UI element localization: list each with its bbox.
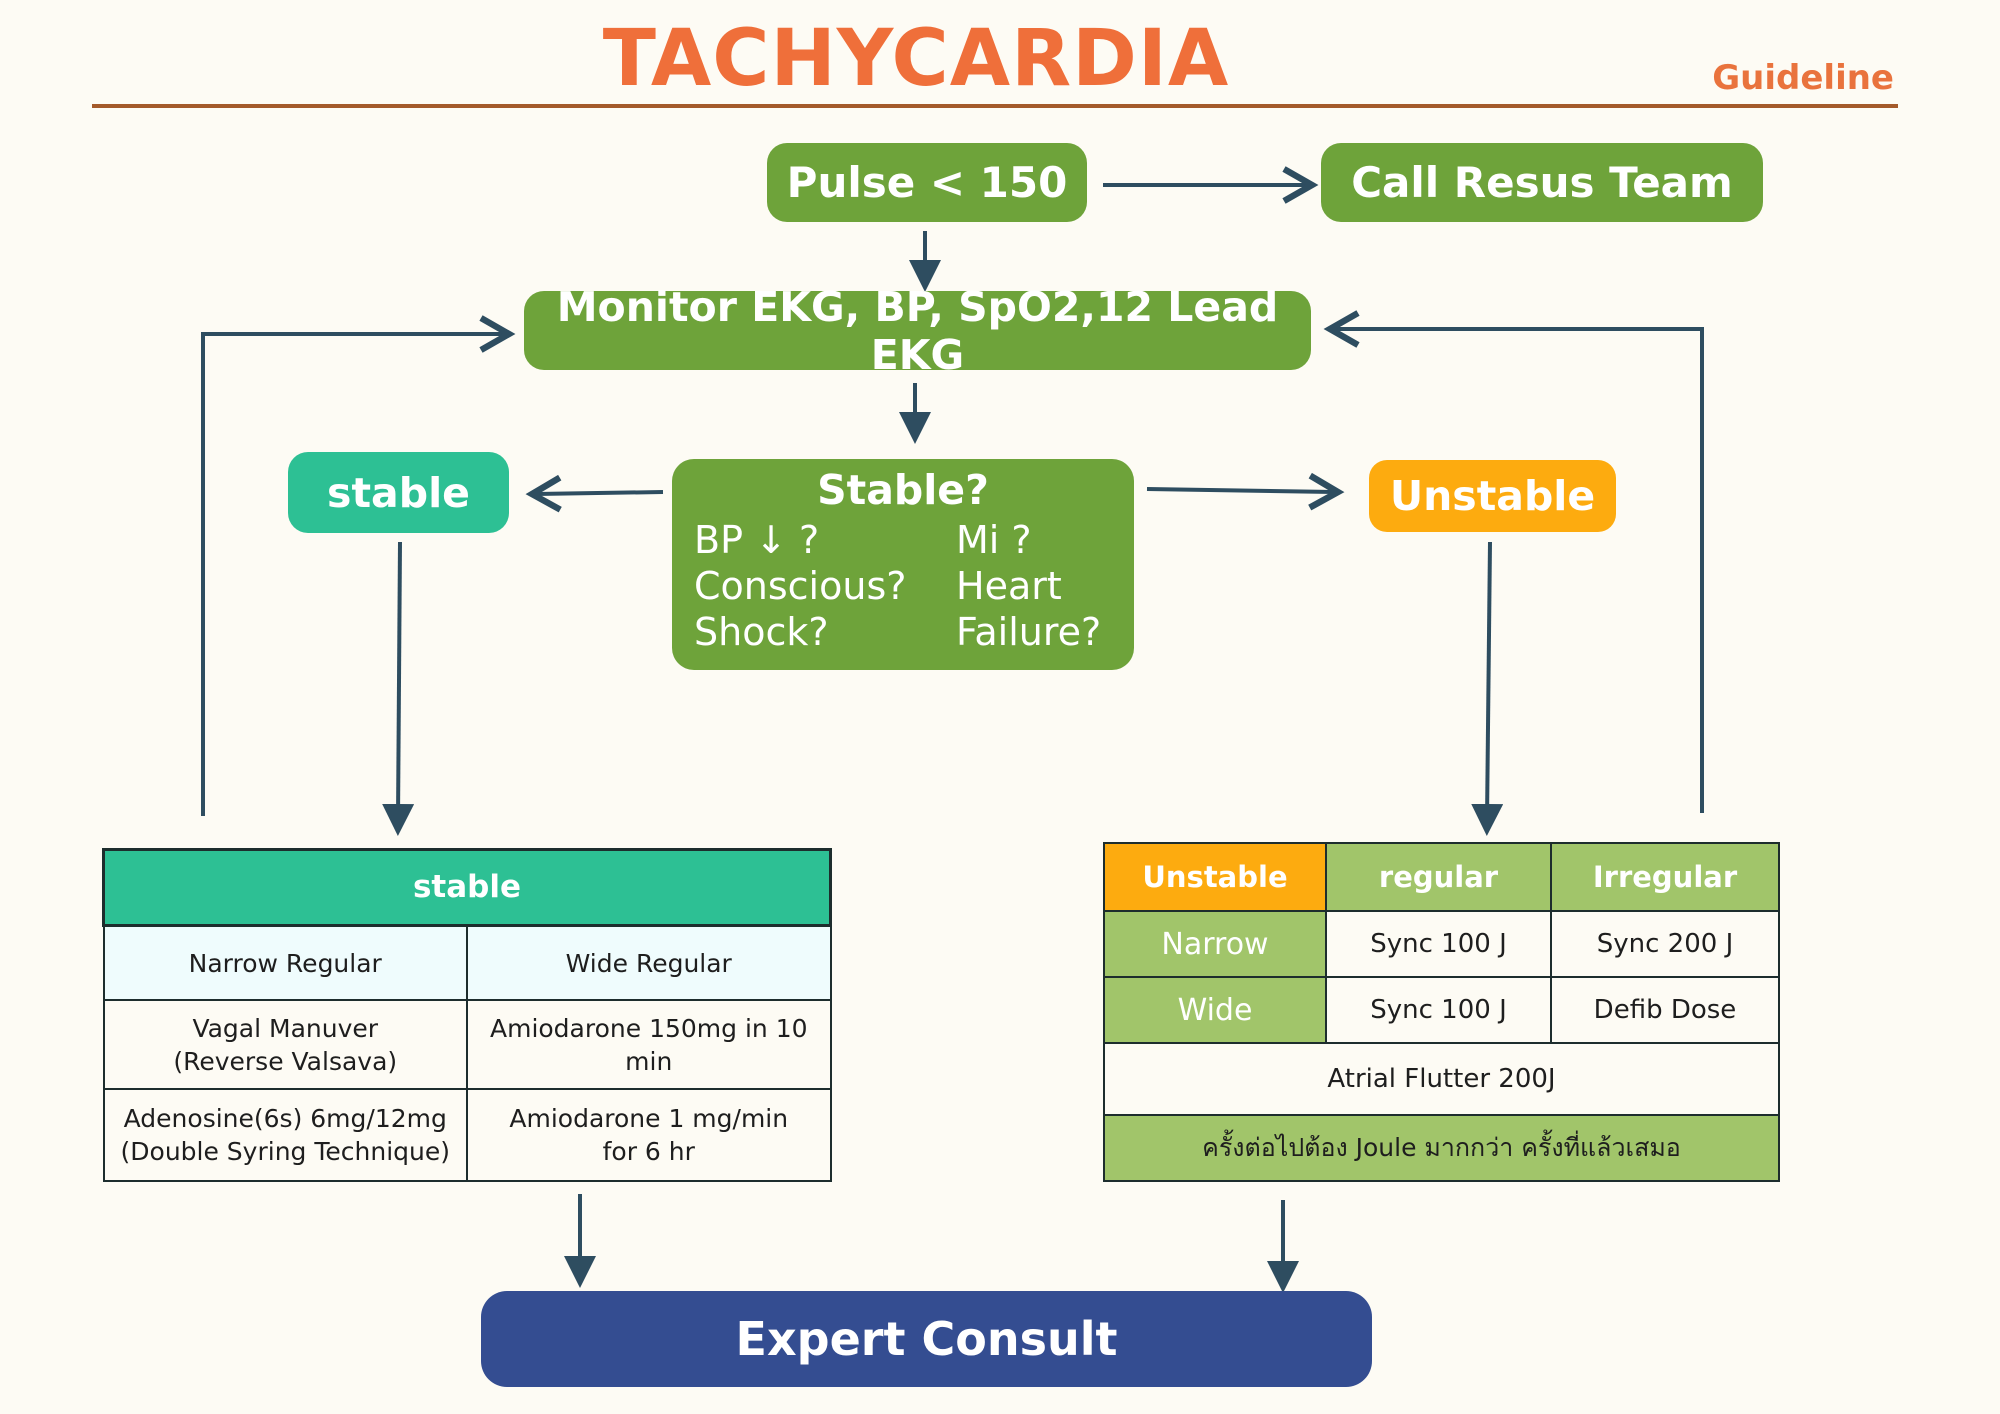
- loop-right-to-monitor: [1323, 310, 1704, 813]
- stable-table: stable Narrow Regular Wide Regular Vagal…: [102, 848, 832, 1182]
- stable-table-title: stable: [102, 848, 832, 927]
- expert-consult-box: Expert Consult: [481, 1291, 1372, 1387]
- cell-line: for 6 hr: [602, 1137, 695, 1166]
- header-regular: regular: [1325, 842, 1552, 912]
- cell-line: Vagal Manuver: [192, 1013, 379, 1043]
- criterion-failure: Failure?: [956, 610, 1102, 654]
- guideline-label: Guideline: [1712, 58, 1894, 98]
- table-cell: Sync 100 J: [1325, 910, 1552, 978]
- joule-note-cell: ครั้งต่อไปต้อง Joule มากกว่า ครั้งที่แล้…: [1103, 1114, 1780, 1182]
- header-unstable: Unstable: [1103, 842, 1327, 912]
- table-row: Wide Sync 100 J Defib Dose: [1103, 976, 1780, 1044]
- header-wide-regular: Wide Regular: [466, 924, 832, 1001]
- table-row: Adenosine(6s) 6mg/12mg (Double Syring Te…: [102, 1088, 832, 1182]
- page-title: TACHYCARDIA: [602, 14, 1230, 104]
- table-cell: Vagal Manuver (Reverse Valsava): [102, 999, 468, 1090]
- atrial-flutter-cell: Atrial Flutter 200J: [1103, 1042, 1780, 1116]
- criterion-heart: Heart: [956, 564, 1062, 608]
- table-cell: Adenosine(6s) 6mg/12mg (Double Syring Te…: [102, 1088, 468, 1182]
- table-row: ครั้งต่อไปต้อง Joule มากกว่า ครั้งที่แล้…: [1103, 1114, 1780, 1182]
- arrow-to-stable: [525, 474, 664, 513]
- table-row: Narrow Sync 100 J Sync 200 J: [1103, 910, 1780, 978]
- table-header-row: stable: [102, 848, 832, 927]
- table-row: Narrow Regular Wide Regular: [102, 924, 832, 1001]
- header-irregular: Irregular: [1550, 842, 1780, 912]
- stable-question-box: Stable? BP ↓ ? Mi ? Conscious? Heart Sho…: [672, 459, 1134, 670]
- header-narrow-regular: Narrow Regular: [102, 924, 468, 1001]
- stable-question-title: Stable?: [817, 466, 989, 514]
- loop-left-to-monitor: [201, 315, 516, 816]
- table-cell: Sync 100 J: [1325, 976, 1552, 1044]
- cell-line: Amiodarone 150mg in 10 min: [489, 1013, 808, 1076]
- row-label-wide: Wide: [1103, 976, 1327, 1044]
- arrow-to-unstable: [1146, 472, 1345, 511]
- table-row: Vagal Manuver (Reverse Valsava) Amiodaro…: [102, 999, 832, 1090]
- pulse-box: Pulse < 150: [767, 143, 1087, 222]
- unstable-table: Unstable regular Irregular Narrow Sync 1…: [1103, 842, 1780, 1182]
- cell-line: (Double Syring Technique): [120, 1137, 450, 1166]
- cell-line: (Reverse Valsava): [173, 1046, 398, 1076]
- criterion-mi: Mi ?: [956, 518, 1032, 562]
- stable-pill: stable: [288, 452, 509, 533]
- monitor-box: Monitor EKG, BP, SpO2,12 Lead EKG: [524, 283, 1311, 379]
- cell-line: Amiodarone 1 mg/min: [509, 1104, 789, 1133]
- table-cell: Amiodarone 150mg in 10 min: [466, 999, 832, 1090]
- criterion-bp: BP ↓ ?: [694, 518, 820, 562]
- row-label-narrow: Narrow: [1103, 910, 1327, 978]
- unstable-pill: Unstable: [1369, 460, 1616, 532]
- table-header-row: Unstable regular Irregular: [1103, 842, 1780, 912]
- table-cell: Amiodarone 1 mg/min for 6 hr: [466, 1088, 832, 1182]
- call-resus-team-box: Call Resus Team: [1321, 143, 1763, 222]
- title-divider: [92, 104, 1898, 108]
- table-cell: Defib Dose: [1550, 976, 1780, 1044]
- table-cell: Sync 200 J: [1550, 910, 1780, 978]
- arrow-stable-to-table: [382, 541, 415, 836]
- criterion-conscious: Conscious?: [694, 564, 907, 608]
- table-row: Atrial Flutter 200J: [1103, 1042, 1780, 1116]
- cell-line: Adenosine(6s) 6mg/12mg: [123, 1104, 447, 1133]
- criterion-shock: Shock?: [694, 610, 829, 654]
- arrow-unstable-to-table: [1471, 541, 1504, 836]
